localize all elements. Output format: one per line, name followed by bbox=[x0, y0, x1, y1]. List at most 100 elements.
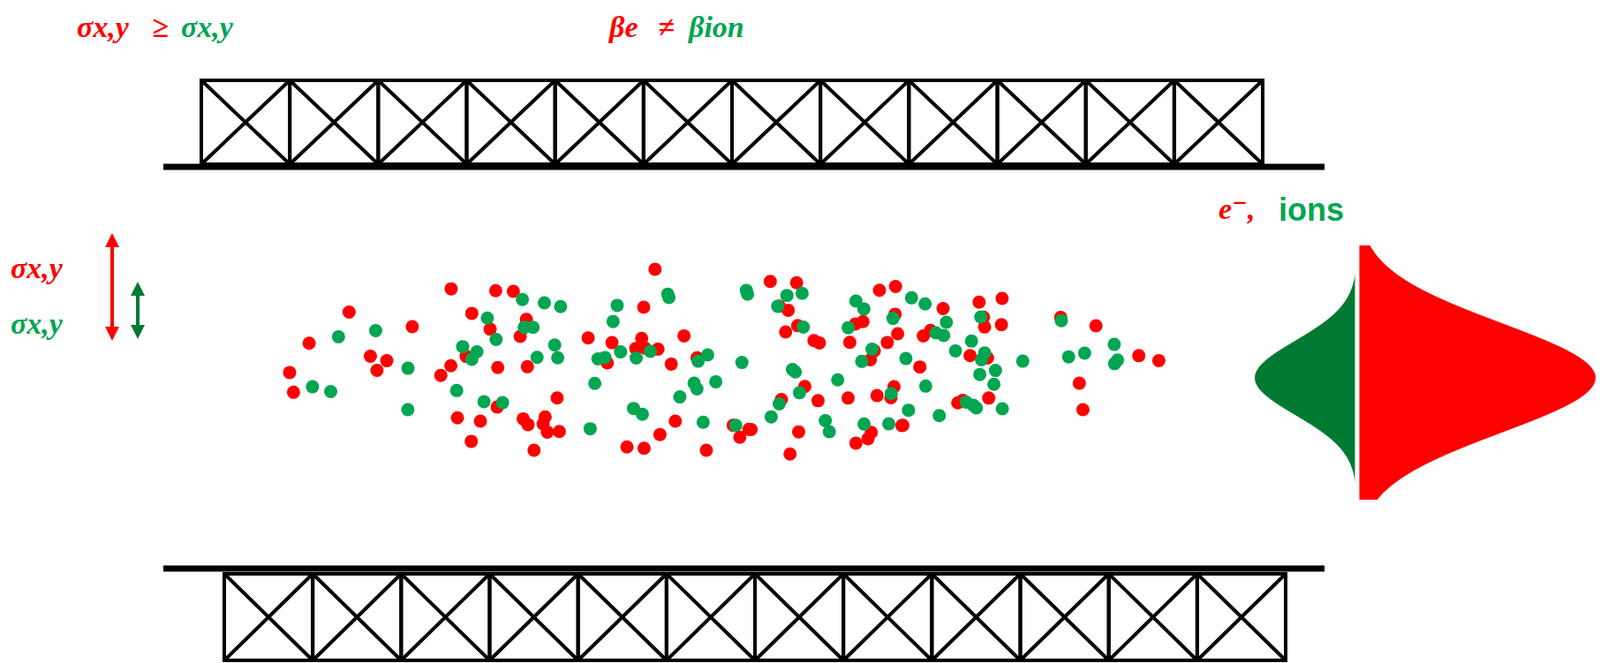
particle bbox=[857, 417, 871, 431]
particle bbox=[643, 345, 657, 359]
particle bbox=[1107, 338, 1121, 352]
particle bbox=[553, 300, 567, 314]
particle bbox=[620, 440, 634, 454]
particle bbox=[687, 377, 702, 391]
particle bbox=[770, 299, 785, 313]
coil-winding bbox=[1086, 80, 1175, 165]
particle bbox=[626, 401, 641, 416]
particle bbox=[788, 365, 802, 379]
coil-winding bbox=[289, 80, 378, 165]
particle bbox=[901, 403, 915, 417]
coil-winding bbox=[578, 573, 667, 661]
particle bbox=[861, 431, 876, 446]
coil-cross bbox=[377, 80, 467, 165]
particle bbox=[969, 401, 983, 416]
particle bbox=[634, 332, 649, 346]
particle bbox=[405, 319, 419, 333]
particle bbox=[778, 325, 793, 340]
particle bbox=[849, 294, 863, 308]
particle bbox=[772, 397, 786, 411]
species-label: ions bbox=[1278, 192, 1344, 228]
particle bbox=[792, 425, 806, 439]
coil-winding bbox=[400, 573, 490, 661]
coil-cross bbox=[224, 573, 313, 661]
particle bbox=[1152, 354, 1166, 368]
particle bbox=[972, 295, 986, 310]
particle bbox=[588, 377, 602, 391]
particle bbox=[520, 360, 535, 374]
coil-winding bbox=[1109, 573, 1198, 661]
particle bbox=[1016, 354, 1030, 369]
particle bbox=[886, 311, 900, 325]
particle bbox=[668, 414, 682, 428]
particle bbox=[672, 390, 687, 404]
particle bbox=[981, 391, 996, 405]
particle bbox=[729, 418, 743, 432]
coil-winding bbox=[908, 80, 997, 165]
particle bbox=[913, 360, 927, 374]
particle bbox=[939, 315, 953, 329]
coil-cross bbox=[754, 573, 844, 661]
particle bbox=[1132, 348, 1146, 363]
particle bbox=[905, 291, 919, 305]
particle bbox=[332, 330, 346, 344]
coil-winding bbox=[997, 80, 1087, 165]
particle bbox=[537, 295, 551, 310]
particle bbox=[882, 417, 896, 431]
particle bbox=[949, 344, 963, 358]
particle bbox=[434, 369, 448, 383]
particle bbox=[661, 287, 675, 302]
coil-cross bbox=[400, 573, 490, 661]
coil-winding bbox=[312, 573, 401, 661]
coil-winding bbox=[754, 573, 844, 661]
beam-pipe-wall bbox=[163, 164, 1325, 171]
particle bbox=[732, 430, 747, 445]
beam-pipe-wall bbox=[163, 566, 1325, 573]
particle bbox=[489, 332, 503, 347]
particle bbox=[444, 359, 458, 373]
particle bbox=[841, 321, 855, 335]
particle bbox=[995, 291, 1009, 305]
coil-cross bbox=[931, 573, 1020, 661]
particle bbox=[898, 352, 913, 366]
particle bbox=[548, 338, 562, 352]
particle bbox=[1072, 377, 1087, 391]
particle bbox=[936, 301, 951, 316]
particle bbox=[664, 357, 679, 371]
particle bbox=[451, 411, 465, 425]
ion-profile bbox=[1254, 245, 1358, 500]
particle bbox=[974, 353, 989, 367]
beta-label: βion bbox=[688, 10, 745, 44]
size-arrow bbox=[135, 288, 140, 333]
particle bbox=[699, 443, 713, 457]
particle bbox=[517, 320, 531, 334]
particle bbox=[613, 345, 627, 359]
particle bbox=[822, 424, 837, 438]
particle bbox=[521, 417, 536, 431]
particle bbox=[701, 348, 715, 363]
particle bbox=[363, 349, 378, 363]
coil-cross bbox=[490, 573, 579, 661]
particle bbox=[916, 329, 930, 343]
particle bbox=[856, 315, 870, 329]
particle bbox=[474, 415, 488, 429]
particle bbox=[996, 402, 1010, 416]
particle bbox=[919, 379, 933, 393]
particle bbox=[465, 306, 479, 320]
particle bbox=[1062, 350, 1076, 364]
coil-cross bbox=[666, 573, 755, 661]
coil-winding bbox=[224, 573, 313, 661]
particle bbox=[973, 368, 987, 382]
particle bbox=[796, 320, 810, 334]
solenoid-bottom bbox=[224, 573, 1286, 661]
particle bbox=[455, 339, 469, 354]
particle bbox=[1078, 346, 1092, 360]
coil-winding bbox=[201, 80, 290, 165]
particle bbox=[552, 424, 567, 438]
coil-winding bbox=[820, 80, 909, 165]
coil-cross bbox=[1197, 573, 1286, 661]
coil-cross bbox=[997, 80, 1087, 165]
coil-cross bbox=[643, 80, 733, 165]
